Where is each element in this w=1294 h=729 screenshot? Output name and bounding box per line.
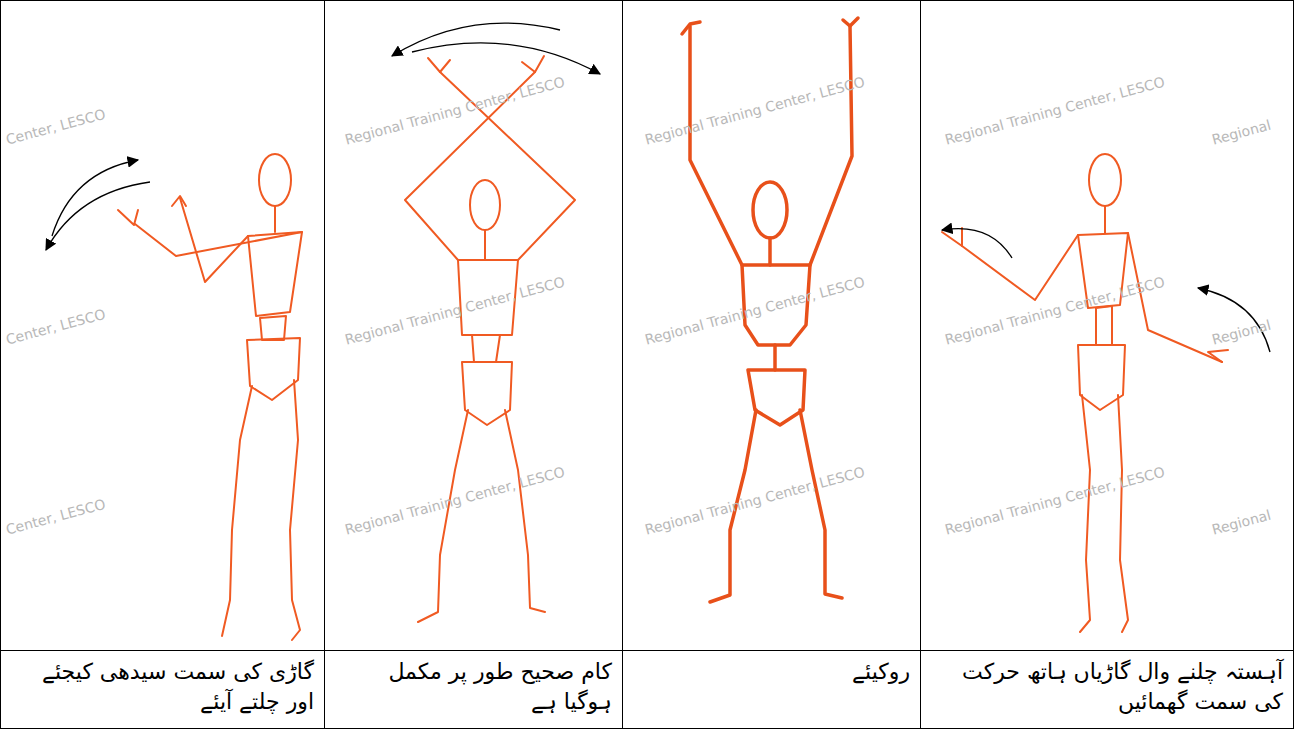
figure-pelvis <box>462 362 512 425</box>
figure-hand <box>118 210 138 225</box>
figure-arm <box>690 26 742 265</box>
signal-caption: گاڑی کی سمت سیدھی کیجئے اور چلتے آیئے <box>11 657 314 716</box>
figure-neck <box>768 238 772 265</box>
watermark: Regional Training Center, LESCO <box>343 72 567 149</box>
figure-leg <box>1118 395 1128 632</box>
figure-arm <box>180 198 248 282</box>
figure-pelvis <box>748 370 805 425</box>
figure-neck <box>484 230 486 260</box>
table-cell: روکیئے <box>623 651 920 728</box>
watermark-text: Center, LESCO <box>4 306 107 348</box>
watermark: Regional Training Center, LESCO <box>643 462 867 539</box>
figure-hand <box>428 58 450 72</box>
watermark-text: Regional <box>1210 317 1272 348</box>
figure-leg <box>290 380 300 640</box>
figure-leg <box>505 410 545 612</box>
signal-caption: کام صحیح طور پر مکمل ہوگیا ہے <box>335 657 612 716</box>
figure-waist <box>472 335 500 362</box>
watermark: Regional <box>1210 115 1273 149</box>
figure-arm <box>810 26 852 265</box>
stick-figure <box>46 154 302 640</box>
watermark-text: Regional Training Center, LESCO <box>643 74 866 148</box>
figure-head <box>259 154 291 206</box>
watermark-text: Regional Training Center, LESCO <box>943 74 1166 148</box>
watermark-text: Regional <box>1210 507 1272 538</box>
motion-arrow <box>52 160 138 236</box>
figure-arm <box>1128 233 1222 362</box>
watermark-text: Regional Training Center, LESCO <box>343 274 566 348</box>
watermark: Center, LESCO <box>4 304 108 349</box>
watermark: Regional Training Center, LESCO <box>943 72 1167 149</box>
signal-caption: روکیئے <box>633 657 910 687</box>
motion-arrow <box>942 229 1012 258</box>
figure-head <box>470 180 500 230</box>
watermark-text: Regional Training Center, LESCO <box>643 464 866 538</box>
watermark-text: Center, LESCO <box>4 106 107 148</box>
figure-hand <box>843 18 858 26</box>
stick-figure <box>942 154 1270 632</box>
watermark: Regional <box>1210 505 1273 539</box>
figure-arm <box>962 235 1078 300</box>
figure-arm <box>135 224 302 256</box>
watermark: Regional Training Center, LESCO <box>343 272 567 349</box>
table-cell: گاڑی کی سمت سیدھی کیجئے اور چلتے آیئے <box>1 651 324 728</box>
watermark: Regional Training Center, LESCO <box>943 462 1167 539</box>
signal-caption: آہستہ چلنے وال گاڑیاں ہاتھ حرکت کی سمت گ… <box>931 657 1283 716</box>
watermark-text: Center, LESCO <box>4 496 107 538</box>
figure-waist <box>1096 306 1112 345</box>
figure-hand <box>522 56 544 72</box>
watermark: Regional Training Center, LESCO <box>943 272 1167 349</box>
watermark-text: Regional Training Center, LESCO <box>343 74 566 148</box>
figure-hand <box>172 196 186 206</box>
watermark-text: Regional Training Center, LESCO <box>943 464 1166 538</box>
watermark-text: Regional Training Center, LESCO <box>943 274 1166 348</box>
motion-arrow <box>46 182 150 250</box>
table-line <box>324 0 325 729</box>
figure-leg <box>1080 395 1090 632</box>
watermark: Regional Training Center, LESCO <box>643 72 867 149</box>
watermark: Regional Training Center, LESCO <box>343 462 567 539</box>
table-cell: آہستہ چلنے وال گاڑیاں ہاتھ حرکت کی سمت گ… <box>921 651 1293 728</box>
figure-pelvis <box>247 338 300 400</box>
figure-hand <box>942 228 962 246</box>
table-line <box>0 650 1294 651</box>
watermark: Center, LESCO <box>4 494 108 539</box>
figure-head <box>753 182 787 238</box>
figure-leg <box>800 410 842 598</box>
figure-neck <box>1104 206 1106 233</box>
figure-leg <box>222 386 252 636</box>
figure-hand <box>682 22 700 34</box>
motion-arrow <box>412 43 600 74</box>
figure-waist <box>260 316 286 340</box>
table-cell: کام صحیح طور پر مکمل ہوگیا ہے <box>325 651 622 728</box>
watermark: Regional Training Center, LESCO <box>643 272 867 349</box>
watermark-text: Regional Training Center, LESCO <box>643 274 866 348</box>
figure-hand <box>1208 350 1228 362</box>
watermark: Regional <box>1210 315 1273 349</box>
watermark: Center, LESCO <box>4 104 108 149</box>
table-line <box>622 0 623 729</box>
table-line <box>920 0 921 729</box>
figure-neck <box>274 206 276 232</box>
figure-head <box>1089 154 1121 206</box>
figure-torso <box>248 232 302 316</box>
figure-waist <box>773 345 777 370</box>
watermark-text: Regional <box>1210 117 1272 148</box>
watermark-text: Regional Training Center, LESCO <box>343 464 566 538</box>
